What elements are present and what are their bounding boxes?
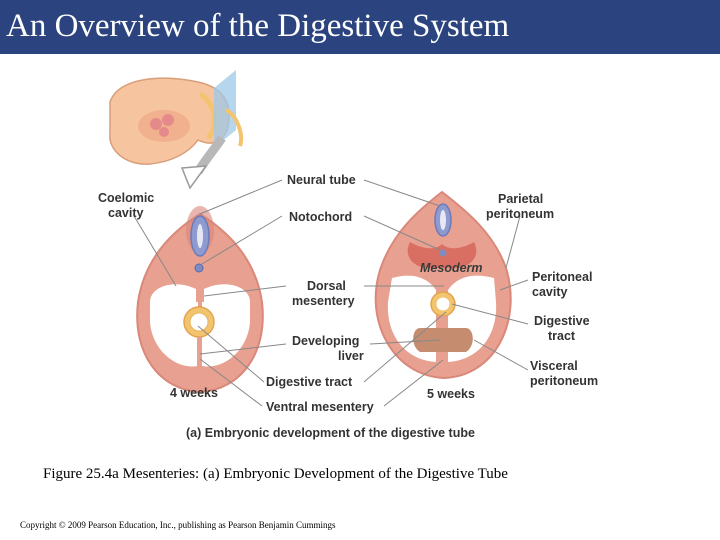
label-neural-tube: Neural tube: [287, 173, 356, 187]
label-notochord: Notochord: [289, 210, 352, 224]
figure-subtitle: (a) Embryonic development of the digesti…: [186, 426, 475, 440]
label-4-weeks: 4 weeks: [170, 386, 218, 400]
label-5-weeks: 5 weeks: [427, 387, 475, 401]
label-ventral-mesentery: Ventral mesentery: [266, 400, 374, 414]
label-mesoderm: Mesoderm: [420, 261, 483, 275]
embryo-sketch: [109, 70, 243, 165]
title-bar: An Overview of the Digestive System: [0, 0, 720, 54]
figure-caption: Figure 25.4a Mesenteries: (a) Embryonic …: [43, 466, 508, 482]
copyright-notice: Copyright © 2009 Pearson Education, Inc.…: [20, 520, 336, 530]
slide-title: An Overview of the Digestive System: [6, 8, 510, 44]
cross-section-5-weeks: [374, 190, 512, 380]
leader-lines: [133, 179, 529, 407]
section-arrow: [180, 135, 226, 190]
label-digestive-tract: Digestive tract: [266, 375, 353, 389]
cross-section-4-weeks: [136, 206, 264, 394]
